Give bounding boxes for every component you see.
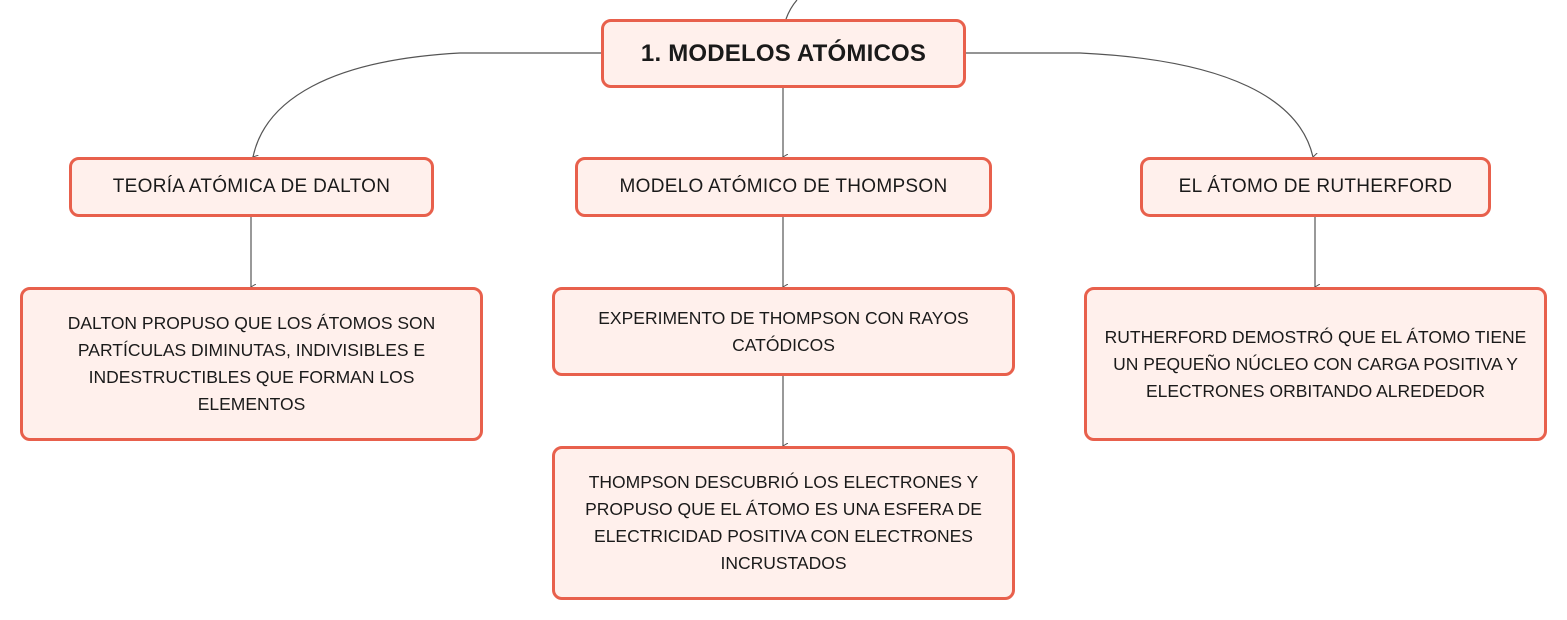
- parent-connector-line: [785, 0, 798, 20]
- root-node-label: 1. MODELOS ATÓMICOS: [640, 39, 927, 67]
- detail-node-rutherford[interactable]: RUTHERFORD DEMOSTRÓ QUE EL ÁTOMO TIENE U…: [1084, 287, 1547, 441]
- topic-label-thompson: MODELO ATÓMICO DE THOMPSON: [619, 176, 948, 197]
- topic-node-rutherford[interactable]: EL ÁTOMO DE RUTHERFORD: [1140, 157, 1491, 217]
- detail-text-dalton: DALTON PROPUSO QUE LOS ÁTOMOS SON PARTÍC…: [67, 313, 436, 414]
- connector-root-to-rutherford: [965, 52, 1313, 157]
- root-node[interactable]: 1. MODELOS ATÓMICOS: [601, 19, 966, 88]
- detail-node-dalton[interactable]: DALTON PROPUSO QUE LOS ÁTOMOS SON PARTÍC…: [20, 287, 483, 441]
- topic-label-rutherford: EL ÁTOMO DE RUTHERFORD: [1178, 176, 1453, 197]
- detail-text-thompson-experiment: EXPERIMENTO DE THOMPSON CON RAYOS CATÓDI…: [598, 307, 969, 355]
- topic-node-dalton[interactable]: TEORÍA ATÓMICA DE DALTON: [69, 157, 434, 217]
- topic-node-thompson[interactable]: MODELO ATÓMICO DE THOMPSON: [575, 157, 992, 217]
- detail-text-rutherford: RUTHERFORD DEMOSTRÓ QUE EL ÁTOMO TIENE U…: [1104, 326, 1527, 401]
- detail-node-thompson-discovery[interactable]: THOMPSON DESCUBRIÓ LOS ELECTRONES Y PROP…: [552, 446, 1015, 600]
- detail-node-thompson-experiment[interactable]: EXPERIMENTO DE THOMPSON CON RAYOS CATÓDI…: [552, 287, 1015, 376]
- connector-root-to-dalton: [253, 52, 601, 157]
- topic-label-dalton: TEORÍA ATÓMICA DE DALTON: [112, 176, 391, 197]
- detail-text-thompson-discovery: THOMPSON DESCUBRIÓ LOS ELECTRONES Y PROP…: [585, 472, 982, 573]
